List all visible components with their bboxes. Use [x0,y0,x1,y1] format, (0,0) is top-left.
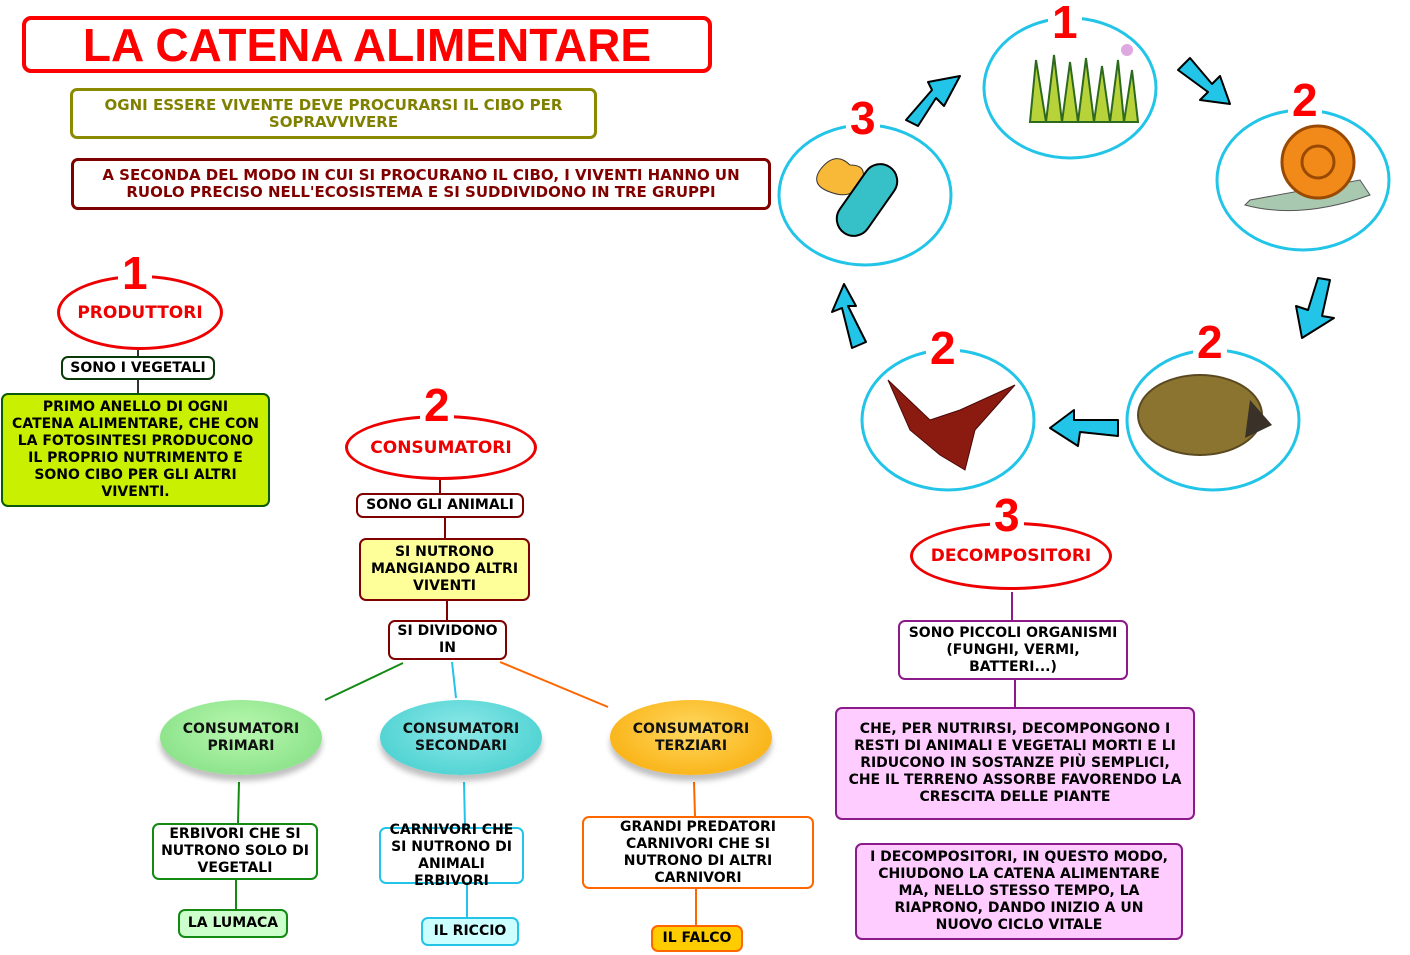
produttori-number: 1 [118,250,152,296]
cycle-number-grass: 1 [1048,0,1082,45]
secondari-desc[interactable]: CARNIVORI CHE SI NUTRONO DI ANIMALI ERBI… [379,822,524,889]
produttori-sub[interactable]: SONO I VEGETALI [61,356,215,380]
decompositori-desc2[interactable]: I DECOMPOSITORI, IN QUESTO MODO, CHIUDON… [855,843,1183,940]
produttori-desc[interactable]: PRIMO ANELLO DI OGNI CATENA ALIMENTARE, … [1,393,270,507]
decompositori-desc[interactable]: CHE, PER NUTRIRSI, DECOMPONGONO I RESTI … [835,707,1195,820]
consumatori-node[interactable]: CONSUMATORI [345,415,537,480]
consumatori-number: 2 [420,382,454,428]
grass-icon [1028,44,1140,123]
snail-icon [1244,124,1371,212]
example-lumaca[interactable]: LA LUMACA [178,909,288,938]
arrow-icon [1049,409,1119,447]
intro-groups-box: A SECONDA DEL MODO IN CUI SI PROCURANO I… [71,158,771,210]
arrow-icon [1295,277,1335,339]
cycle-number-bacteria: 3 [846,95,880,141]
primari-desc[interactable]: ERBIVORI CHE SI NUTRONO SOLO DI VEGETALI [152,823,318,880]
decompositori-number: 3 [990,492,1024,538]
decompositori-sub[interactable]: SONO PICCOLI ORGANISMI (FUNGHI, VERMI, B… [898,620,1128,680]
consumatori-primari-node[interactable]: CONSUMATORI PRIMARI [160,700,322,775]
intro-box: OGNI ESSERE VIVENTE DEVE PROCURARSI IL C… [70,88,597,139]
consumatori-secondari-node[interactable]: CONSUMATORI SECONDARI [380,700,542,775]
page-title: LA CATENA ALIMENTARE [22,16,712,73]
cycle-number-snail: 2 [1288,77,1322,123]
bacteria-icon [816,158,899,237]
consumatori-sub[interactable]: SONO GLI ANIMALI [356,493,524,518]
example-riccio[interactable]: IL RICCIO [421,917,519,946]
arrow-icon [905,75,961,127]
hedgehog-icon [1137,374,1272,456]
arrow-icon [831,283,867,349]
terziari-desc[interactable]: GRANDI PREDATORI CARNIVORI CHE SI NUTRON… [582,816,814,889]
eagle-icon [887,379,1016,471]
example-falco[interactable]: IL FALCO [651,925,743,952]
consumatori-desc[interactable]: SI NUTRONO MANGIANDO ALTRI VIVENTI [359,538,530,601]
consumatori-terziari-node[interactable]: CONSUMATORI TERZIARI [610,700,772,775]
arrow-icon [1177,57,1231,105]
cycle-number-hedgehog: 2 [1193,319,1227,365]
cycle-number-eagle: 2 [926,325,960,371]
consumatori-divide[interactable]: SI DIVIDONO IN [388,620,507,660]
